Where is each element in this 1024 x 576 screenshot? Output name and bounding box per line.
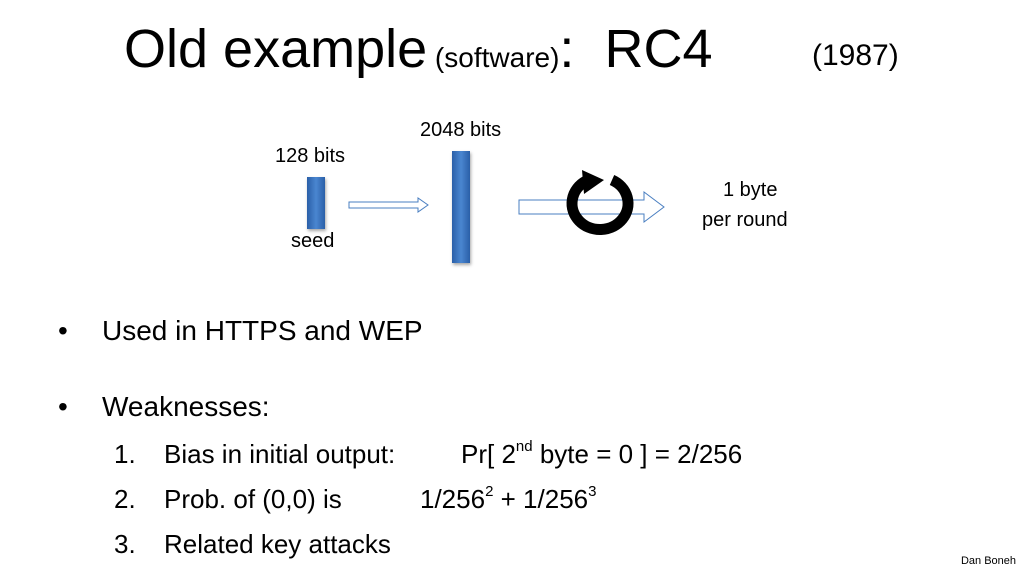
list-number: 3. [114, 529, 136, 559]
list-number: 1. [114, 439, 136, 469]
title-paren-close: ) [550, 42, 560, 73]
seed-bar [307, 177, 325, 229]
output-label-line1: 1 byte [723, 179, 778, 201]
weakness-label: Bias in initial output: [164, 439, 396, 469]
weakness-label: Related key attacks [164, 529, 391, 559]
output-arrow-icon [518, 190, 666, 224]
expr-superscript: nd [515, 438, 533, 456]
title-cipher-name: RC4 [604, 19, 713, 79]
title-colon: : [559, 19, 575, 79]
bullet-marker: • [58, 391, 68, 422]
weakness-text: Prob. of (0,0) is [164, 482, 342, 516]
expr-part: 1/256 [420, 484, 486, 514]
bullet-text: Weaknesses: [102, 391, 270, 422]
seed-size-label: 128 bits [275, 145, 346, 167]
bullet-text: Used in HTTPS and WEP [102, 315, 423, 346]
bullet-marker: • [58, 315, 68, 346]
seed-label: seed [291, 230, 335, 252]
title-text: Old example [124, 19, 428, 79]
cycle-arrow-icon [560, 168, 636, 240]
state-bar [452, 151, 470, 263]
weakness-text: Bias in initial output: [164, 437, 395, 471]
title-paren-open: ( [427, 42, 445, 73]
expr-superscript: 3 [588, 483, 597, 501]
title-year: (1987) [812, 39, 899, 72]
footer-author: Dan Boneh [960, 555, 1016, 567]
expr-part: Pr[ 2 [461, 439, 516, 469]
expr-superscript: 2 [485, 483, 494, 501]
weakness-expression: 1/2562 + 1/2563 [420, 482, 596, 516]
title-main: Old example (software): RC4 [124, 14, 712, 93]
slide-title: Old example (software): RC4 (1987) [0, 14, 1024, 84]
weakness-label: Prob. of (0,0) is [164, 484, 342, 514]
output-label-line2: per round [702, 209, 788, 231]
list-number: 2. [114, 484, 136, 514]
arrow-right-icon [348, 197, 430, 213]
expr-part: byte = 0 ] = 2/256 [532, 439, 743, 469]
expr-part: + 1/256 [493, 484, 589, 514]
weakness-expression: Pr[ 2nd byte = 0 ] = 2/256 [461, 437, 742, 471]
title-subtitle: software [444, 42, 551, 73]
state-size-label: 2048 bits [420, 119, 502, 141]
